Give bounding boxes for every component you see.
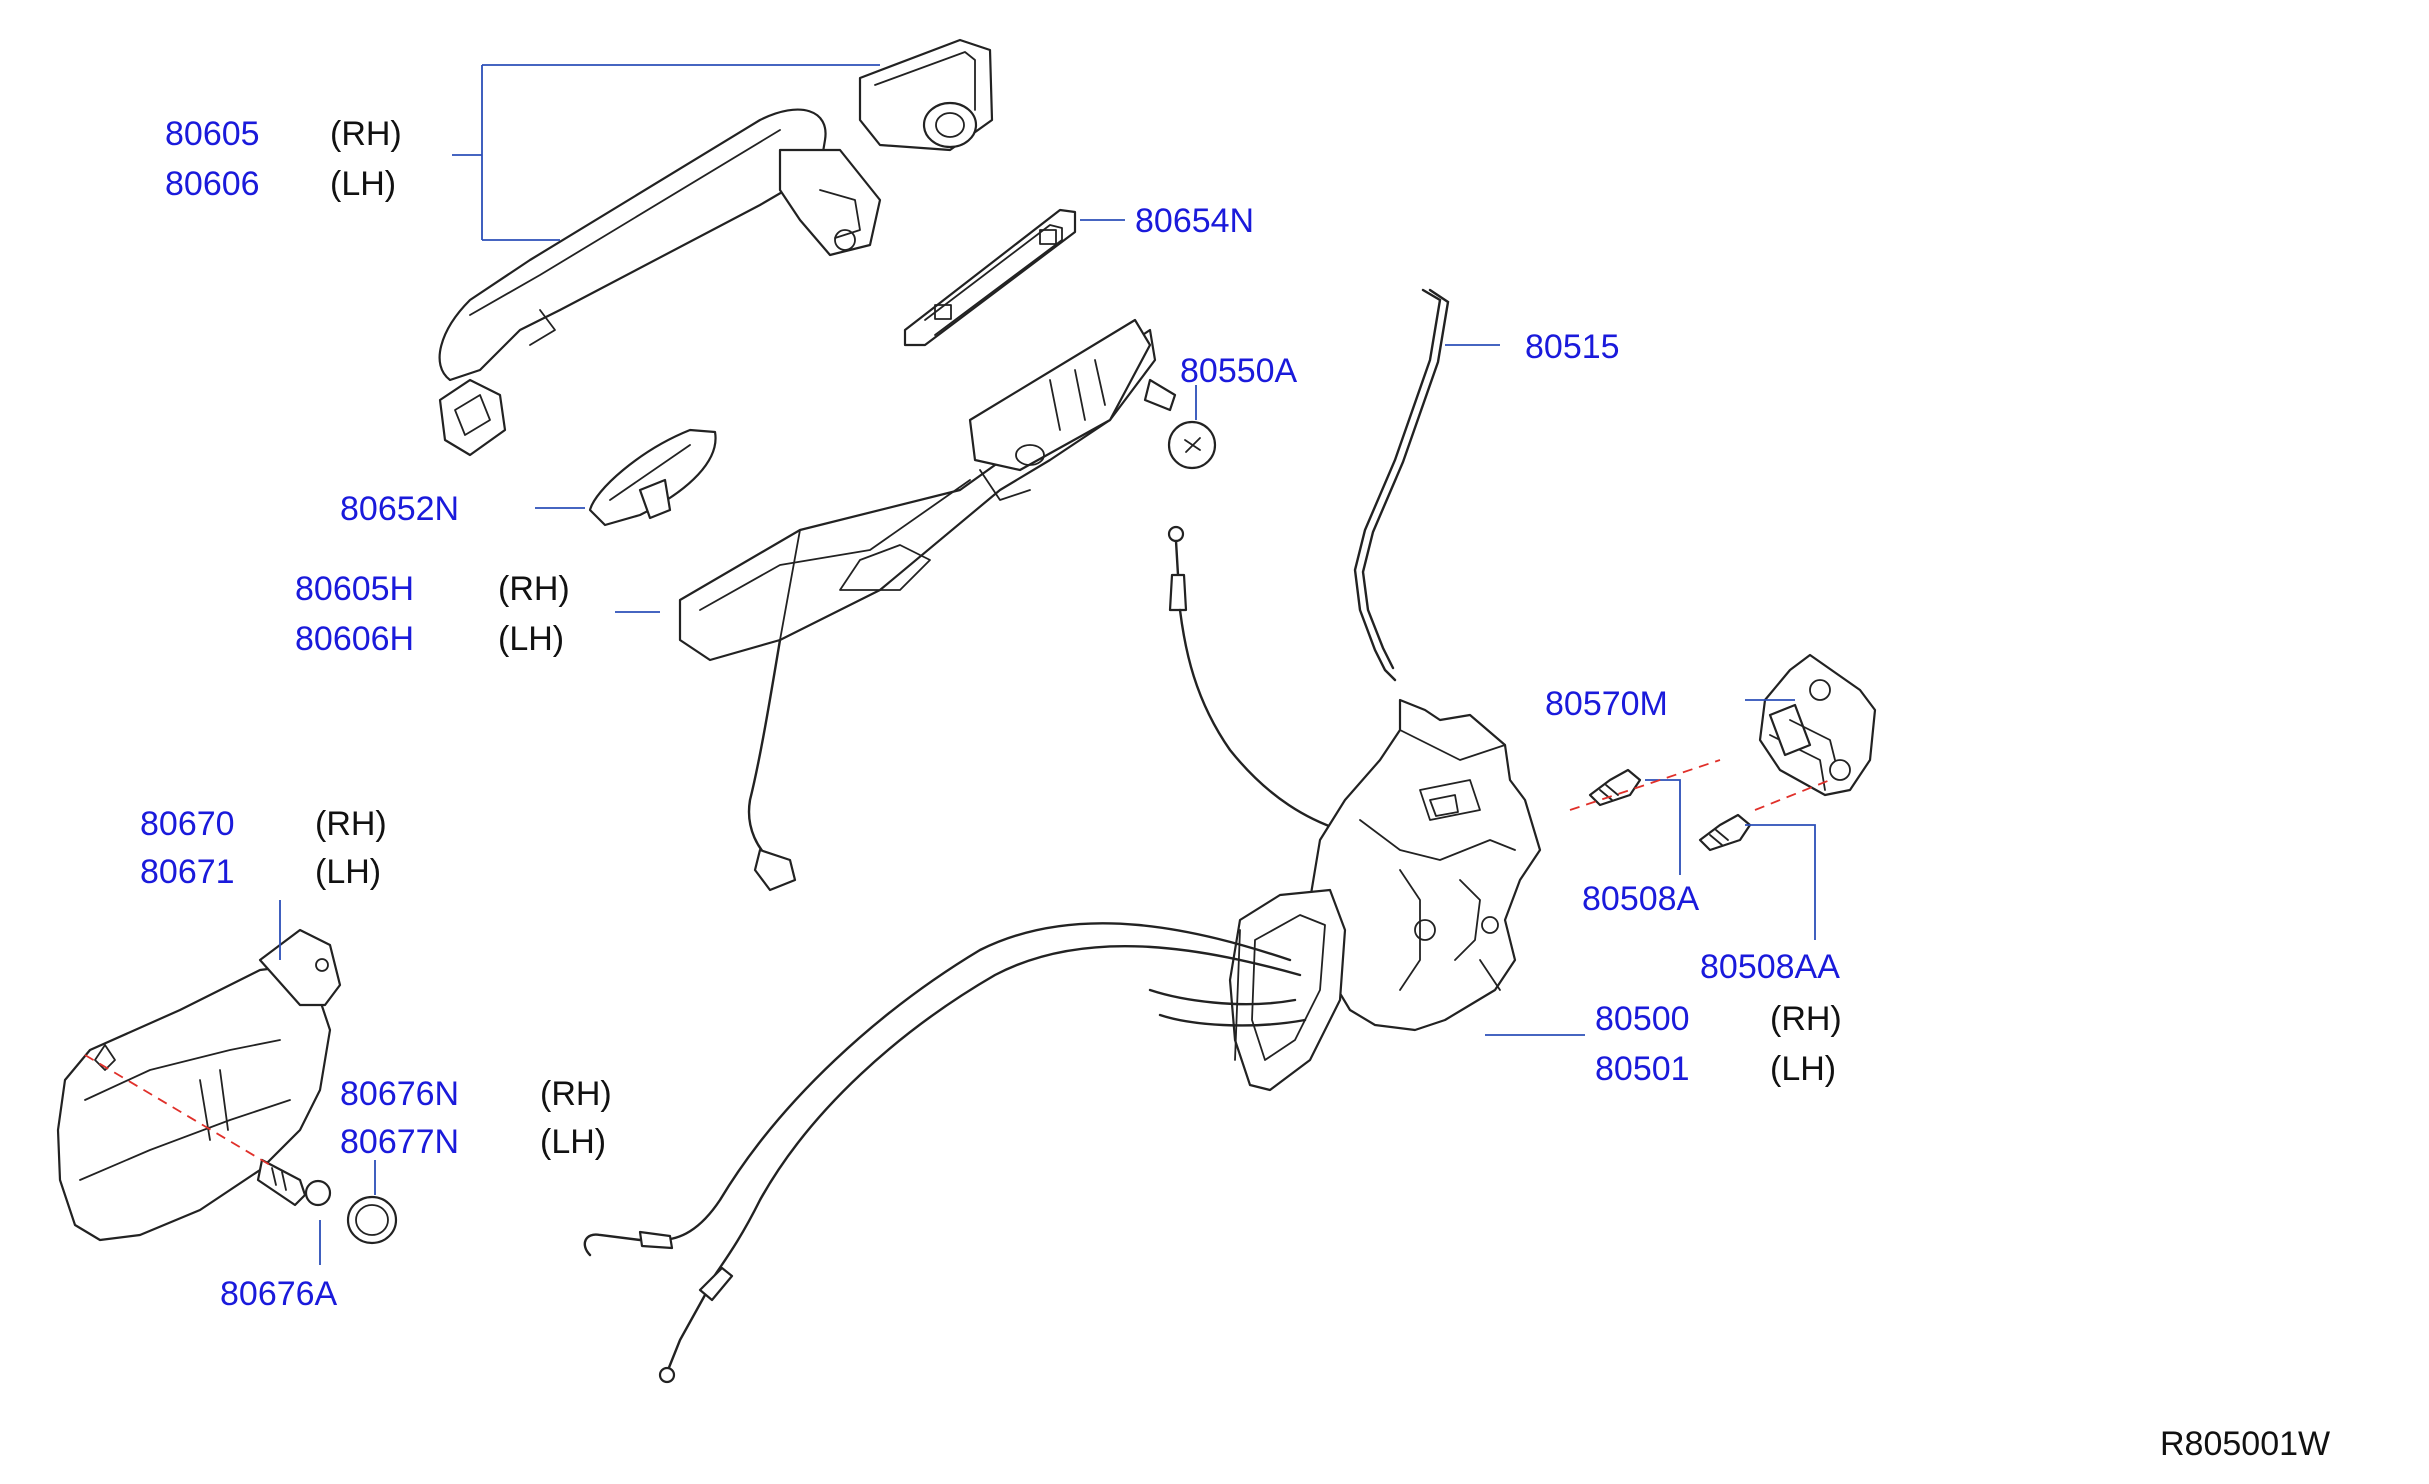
grommet-label: 80550A <box>1180 352 1298 390</box>
lock-screw-label: 80508A <box>1582 880 1700 918</box>
striker-screw-label: 80508AA <box>1700 948 1840 986</box>
handle-cover-part <box>588 428 717 527</box>
rod-label: 80515 <box>1525 328 1620 366</box>
screw-cap-lh-side: (LH) <box>540 1123 606 1161</box>
lock-cables-part <box>583 922 1307 1384</box>
inside-screw-label: 80676A <box>220 1275 338 1313</box>
striker-screw-part <box>1698 813 1752 852</box>
handle-bracket-lh-label: 80606H <box>295 620 414 658</box>
grommet-part <box>1143 378 1217 470</box>
inside-handle-lh-side: (LH) <box>315 853 381 891</box>
door-lock-rh-label: 80500 <box>1595 1000 1690 1038</box>
outside-handle-lh-label: 80606 <box>165 165 260 203</box>
screw-cap-part <box>346 1195 398 1245</box>
callout-outside-handle: 80605 (RH) 80606 (LH) <box>165 115 402 203</box>
handle-bracket-lh-side: (LH) <box>498 620 564 658</box>
handle-bracket-rh-label: 80605H <box>295 570 414 608</box>
handle-bracket-rh-side: (RH) <box>498 570 570 608</box>
escutcheon-label: 80654N <box>1135 202 1254 240</box>
outside-handle-rh-side: (RH) <box>330 115 402 153</box>
callout-door-lock: 80500 (RH) 80501 (LH) <box>1595 1000 1842 1088</box>
striker-part <box>1758 653 1877 797</box>
lock-screw-part <box>1588 768 1642 807</box>
callout-screw-cap: 80676N (RH) 80677N (LH) <box>340 1075 612 1161</box>
outside-handle-part <box>438 108 882 457</box>
handle-cover-label: 80652N <box>340 490 459 528</box>
callout-inside-handle: 80670 (RH) 80671 (LH) <box>140 805 387 891</box>
figure-code: R805001W <box>2160 1425 2330 1463</box>
inside-screw-part <box>256 1158 332 1207</box>
inside-handle-rh-side: (RH) <box>315 805 387 843</box>
outside-handle-lh-side: (LH) <box>330 165 396 203</box>
door-lock-lh-side: (LH) <box>1770 1050 1836 1088</box>
upper-cable-part <box>1167 525 1342 832</box>
handle-cap-part <box>858 38 994 152</box>
door-lock-part <box>1228 698 1542 1092</box>
rod-part <box>1353 288 1450 682</box>
inside-handle-lh-label: 80671 <box>140 853 235 891</box>
door-lock-lh-label: 80501 <box>1595 1050 1690 1088</box>
escutcheon-part <box>903 208 1077 347</box>
axis-lines <box>84 759 1831 1166</box>
callout-handle-bracket: 80605H (RH) 80606H (LH) <box>295 570 570 658</box>
door-lock-rh-side: (RH) <box>1770 1000 1842 1038</box>
striker-label: 80570M <box>1545 685 1668 723</box>
leader-lines <box>279 64 1816 1265</box>
outside-handle-rh-label: 80605 <box>165 115 260 153</box>
screw-cap-lh-label: 80677N <box>340 1123 459 1161</box>
inside-handle-rh-label: 80670 <box>140 805 235 843</box>
screw-cap-rh-label: 80676N <box>340 1075 459 1113</box>
handle-bracket-part <box>678 318 1157 892</box>
screw-cap-rh-side: (RH) <box>540 1075 612 1113</box>
